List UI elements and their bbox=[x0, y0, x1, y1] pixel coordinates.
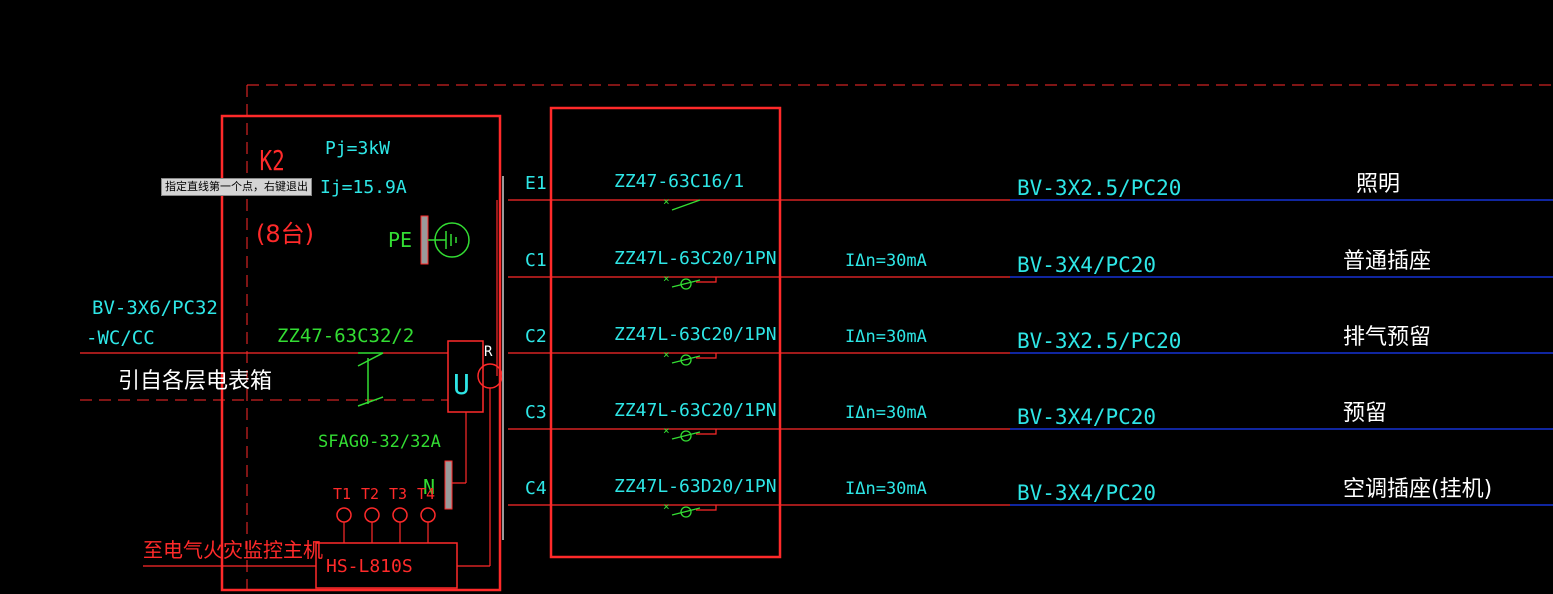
circuit-row[interactable]: C2 ZZ47L-63C20/1PN × IΔn=30mA BV-3X2.5/PC20 排… bbox=[508, 324, 1553, 366]
rcd-link bbox=[696, 505, 717, 511]
circuit-id: C1 bbox=[525, 250, 547, 271]
circuit-id: E1 bbox=[525, 173, 547, 194]
pe-busbar bbox=[420, 215, 429, 265]
current-sensor-icon bbox=[477, 363, 503, 389]
circuit-rcd-label: IΔn=30mA bbox=[845, 479, 927, 499]
breaker-blade-icon bbox=[671, 279, 701, 288]
panel-id: K2 bbox=[260, 144, 285, 177]
terminal-icon bbox=[336, 507, 352, 523]
breaker-blade-icon bbox=[671, 199, 701, 211]
breaker-x-icon: × bbox=[663, 424, 670, 437]
circuit-breaker-label: ZZ47-63C16/1 bbox=[614, 171, 744, 192]
circuit-cable-label: BV-3X2.5/PC20 bbox=[1017, 176, 1181, 200]
breaker-x-icon: × bbox=[663, 500, 670, 513]
terminal-group: T1 T2 T3 T4 bbox=[333, 485, 436, 543]
rcd-icon bbox=[680, 506, 692, 518]
spd-u-label: U bbox=[453, 368, 470, 401]
command-tooltip: 指定直线第一个点，右键退出 bbox=[161, 178, 312, 196]
circuit-id: C3 bbox=[525, 402, 547, 423]
outer-dashed-boundary bbox=[246, 84, 1553, 594]
breaker-blade-icon bbox=[671, 355, 701, 364]
circuit-cable-label: BV-3X4/PC20 bbox=[1017, 405, 1156, 429]
breaker-x-icon: × bbox=[663, 348, 670, 361]
circuit-usage-label: 排气预留 bbox=[1343, 325, 1431, 350]
incoming-cable-line2: -WC/CC bbox=[86, 327, 155, 349]
circuit-row[interactable]: C3 ZZ47L-63C20/1PN × IΔn=30mA BV-3X4/PC20 预留 bbox=[508, 400, 1553, 442]
circuit-rcd-label: IΔn=30mA bbox=[845, 403, 927, 423]
circuit-cable-label: BV-3X4/PC20 bbox=[1017, 481, 1156, 505]
circuit-row[interactable]: E1 ZZ47-63C16/1 × BV-3X2.5/PC20 照明 bbox=[508, 171, 1553, 211]
ground-icon bbox=[428, 222, 470, 258]
spd-model: SFAG0-32/32A bbox=[318, 432, 441, 452]
breakers-highlight-box bbox=[549, 106, 782, 559]
rcd-link bbox=[696, 277, 717, 283]
terminal-icon bbox=[420, 507, 436, 523]
incoming-cable-line1: BV-3X6/PC32 bbox=[92, 297, 218, 319]
terminal-label: T4 bbox=[417, 485, 435, 503]
breaker-x-icon: × bbox=[663, 195, 670, 208]
circuit-usage-label: 照明 bbox=[1356, 172, 1400, 197]
circuit-usage-label: 预留 bbox=[1343, 401, 1387, 426]
circuit-id: C4 bbox=[525, 478, 547, 499]
breaker-blade-icon bbox=[671, 507, 701, 516]
circuit-breaker-label: ZZ47L-63D20/1PN bbox=[614, 476, 777, 497]
circuit-id: C2 bbox=[525, 326, 547, 347]
n-busbar bbox=[444, 460, 453, 510]
panel-power: Pj=3kW bbox=[325, 138, 390, 159]
panel-current: Ij=15.9A bbox=[320, 177, 407, 198]
breaker-x-icon: × bbox=[663, 272, 670, 285]
circuit-cable-label: BV-3X2.5/PC20 bbox=[1017, 329, 1181, 353]
circuit-breaker-label: ZZ47L-63C20/1PN bbox=[614, 248, 777, 269]
rcd-icon bbox=[680, 430, 692, 442]
incoming-source: 引自各层电表箱 bbox=[118, 369, 272, 394]
rcd-icon bbox=[680, 354, 692, 366]
rcd-link bbox=[696, 353, 717, 359]
r-label: R bbox=[484, 344, 493, 360]
monitor-model: HS-L810S bbox=[326, 556, 413, 577]
breaker-blade-icon bbox=[671, 431, 701, 440]
circuit-row[interactable]: C4 ZZ47L-63D20/1PN × IΔn=30mA BV-3X4/PC20 空调插… bbox=[508, 476, 1553, 518]
monitor-note: 至电气火灾监控主机 bbox=[143, 538, 323, 562]
circuit-row[interactable]: C1 ZZ47L-63C20/1PN × IΔn=30mA BV-3X4/PC20 普通插… bbox=[508, 248, 1553, 290]
main-breaker-symbol bbox=[357, 352, 384, 407]
panel-count: (8台) bbox=[256, 220, 314, 248]
main-breaker-label: ZZ47-63C32/2 bbox=[277, 325, 414, 347]
rcd-icon bbox=[680, 278, 692, 290]
circuit-rcd-label: IΔn=30mA bbox=[845, 327, 927, 347]
pe-label: PE bbox=[388, 228, 412, 252]
circuit-cable-label: BV-3X4/PC20 bbox=[1017, 253, 1156, 277]
circuit-breaker-label: ZZ47L-63C20/1PN bbox=[614, 324, 777, 345]
circuit-rcd-label: IΔn=30mA bbox=[845, 251, 927, 271]
circuit-usage-label: 普通插座 bbox=[1343, 249, 1431, 274]
terminal-label: T2 bbox=[361, 485, 379, 503]
circuit-breaker-label: ZZ47L-63C20/1PN bbox=[614, 400, 777, 421]
terminal-icon bbox=[392, 507, 408, 523]
rcd-link bbox=[696, 429, 717, 435]
terminal-label: T3 bbox=[389, 485, 407, 503]
terminal-icon bbox=[364, 507, 380, 523]
terminal-label: T1 bbox=[333, 485, 351, 503]
circuit-usage-label: 空调插座(挂机) bbox=[1343, 477, 1492, 502]
n-label: N bbox=[423, 475, 435, 499]
